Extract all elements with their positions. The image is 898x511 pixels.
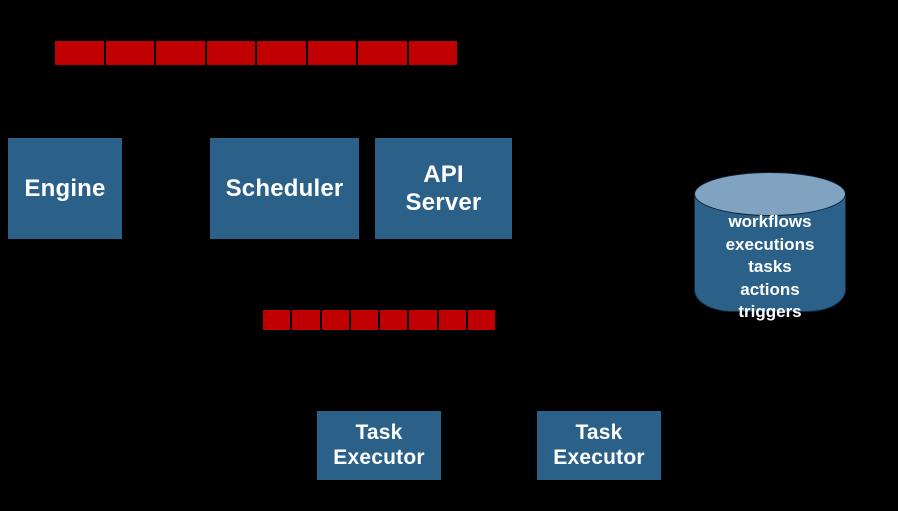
message-bus-segment bbox=[380, 310, 408, 330]
task-executor-2-box: Task Executor bbox=[537, 411, 661, 480]
task-executor-1-label: Task Executor bbox=[333, 421, 425, 469]
message-bus-segment bbox=[321, 310, 349, 330]
task-executor-1-box: Task Executor bbox=[317, 411, 441, 480]
message-bus-segment bbox=[206, 41, 255, 65]
database-cylinder: workflows executions tasks actions trigg… bbox=[694, 172, 846, 328]
message-bus-segment bbox=[307, 41, 356, 65]
message-bus-segment bbox=[292, 310, 320, 330]
api-server-label: API Server bbox=[405, 160, 482, 216]
message-bus-segment bbox=[409, 310, 437, 330]
scheduler-box: Scheduler bbox=[210, 138, 359, 239]
engine-label: Engine bbox=[24, 174, 106, 202]
database-tables-label: workflows executions tasks actions trigg… bbox=[725, 212, 815, 322]
message-bus-segment bbox=[408, 41, 457, 65]
message-bus-segment bbox=[350, 310, 378, 330]
top-message-bus bbox=[55, 41, 457, 65]
api-server-box: API Server bbox=[375, 138, 512, 239]
message-bus-segment bbox=[263, 310, 291, 330]
engine-box: Engine bbox=[8, 138, 122, 239]
scheduler-label: Scheduler bbox=[225, 174, 344, 202]
cylinder-top-ellipse bbox=[694, 172, 846, 216]
message-bus-segment bbox=[156, 41, 205, 65]
lower-message-bus bbox=[263, 310, 495, 330]
task-executor-2-label: Task Executor bbox=[553, 421, 645, 469]
message-bus-segment bbox=[105, 41, 154, 65]
message-bus-segment bbox=[55, 41, 104, 65]
message-bus-segment bbox=[358, 41, 407, 65]
message-bus-segment bbox=[257, 41, 306, 65]
message-bus-segment bbox=[467, 310, 495, 330]
message-bus-segment bbox=[438, 310, 466, 330]
